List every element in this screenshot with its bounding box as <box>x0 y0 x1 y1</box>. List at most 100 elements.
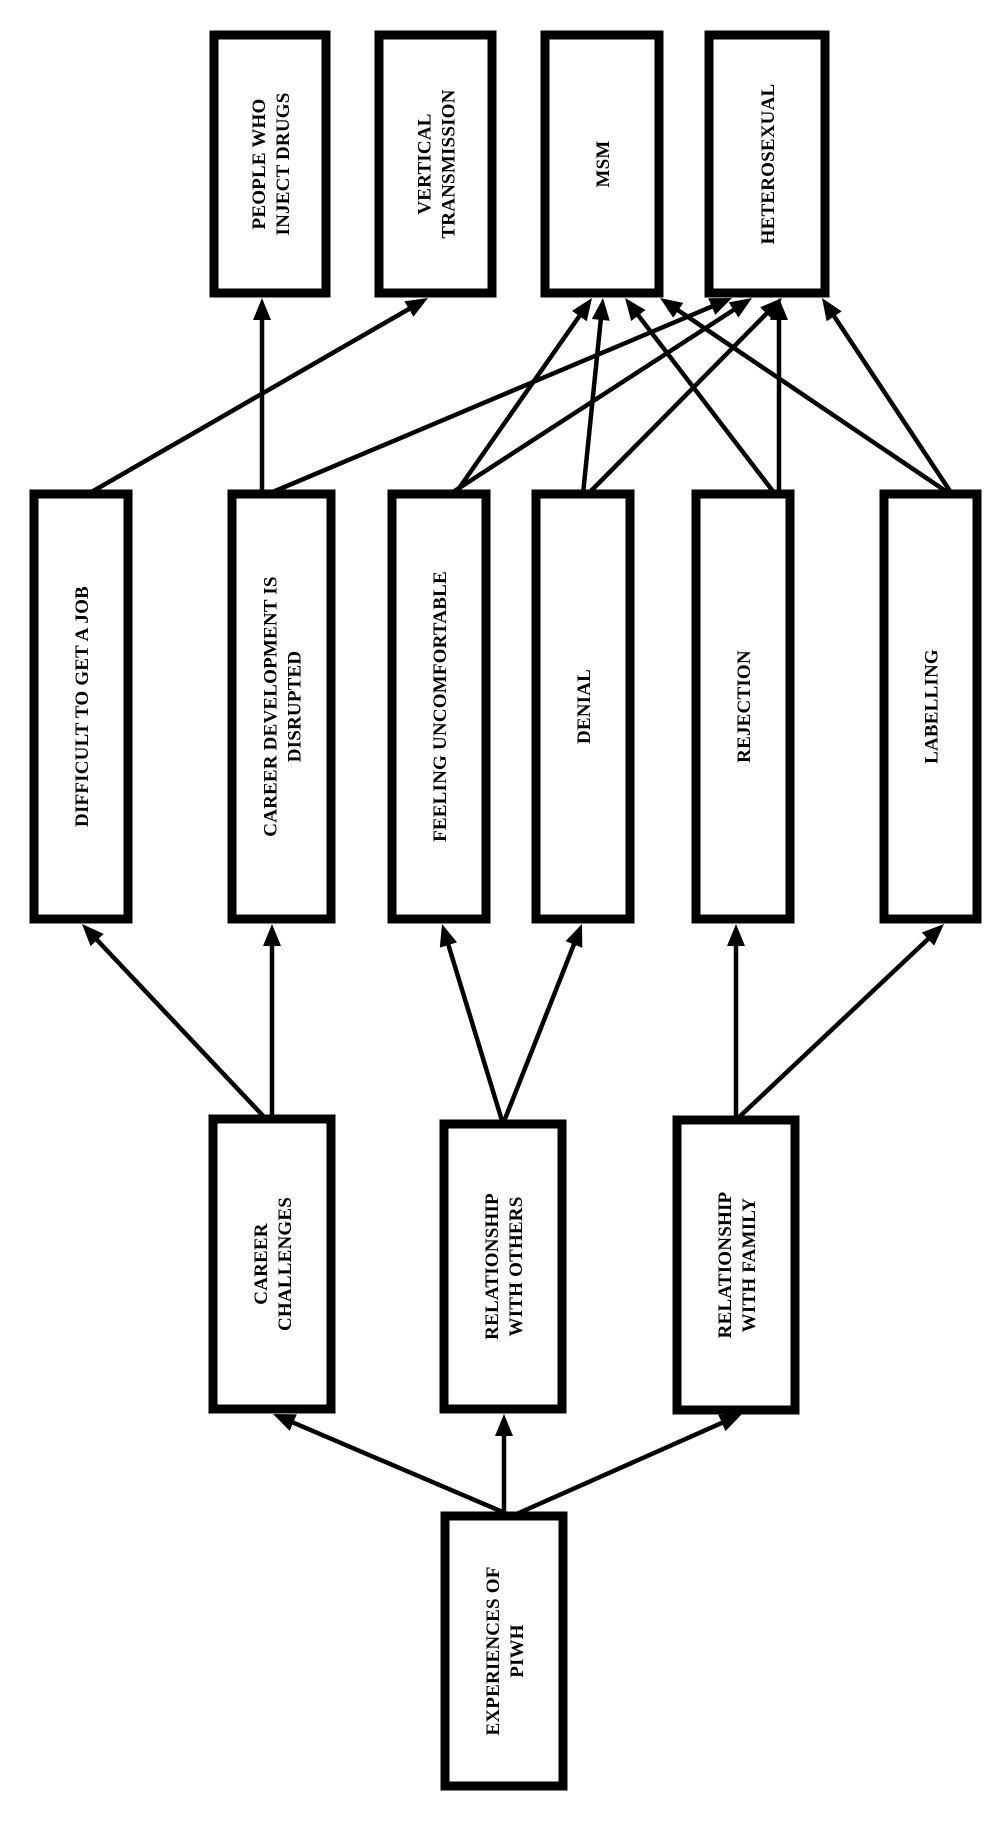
edge-line <box>453 313 583 496</box>
arrowhead-icon <box>495 1414 513 1436</box>
node-label-line: WITH OTHERS <box>506 1197 527 1337</box>
node-label-line: PEOPLE WHO <box>249 99 270 230</box>
node-label: MSM <box>593 140 614 187</box>
edge-line <box>500 941 577 1125</box>
edge-line <box>94 936 269 1122</box>
edge-family-to-label <box>734 924 944 1122</box>
node-box <box>208 1114 336 1414</box>
edge-develop-to-hetero <box>267 298 732 497</box>
edge-root-to-family <box>511 1414 742 1519</box>
arrowhead-icon <box>273 1414 297 1431</box>
node-label: DIFFICULT TO GET A JOB <box>72 586 93 827</box>
arrowhead-icon <box>718 1414 742 1432</box>
edge-denial-to-msm <box>580 298 610 495</box>
node-box <box>531 489 635 924</box>
edge-career-to-develop <box>263 924 281 1120</box>
arrowhead-icon <box>565 924 583 948</box>
node-label-line: MSM <box>593 140 614 187</box>
edge-label-to-hetero <box>822 298 954 496</box>
edge-career-to-job <box>82 924 269 1122</box>
node-label-line: DISRUPTED <box>285 651 306 763</box>
arrowhead-icon <box>263 924 281 946</box>
edge-line <box>734 936 931 1122</box>
node-box <box>691 489 795 924</box>
node-label: FEELING UNCOMFORTABLE <box>430 571 451 842</box>
node-box <box>29 489 133 924</box>
arrowhead-icon <box>660 298 684 318</box>
node-label: LABELLING <box>922 649 943 764</box>
edge-line <box>290 1419 513 1519</box>
arrowhead-icon <box>625 298 646 321</box>
arrowhead-icon <box>708 298 732 315</box>
node-reject: REJECTION <box>691 489 795 924</box>
node-label-line: PIWH <box>507 1624 528 1678</box>
edge-denial-to-hetero <box>586 298 782 496</box>
node-label: REJECTION <box>734 650 755 763</box>
node-label-line: CAREER DEVELOPMENT IS <box>261 576 282 836</box>
arrowhead-icon <box>822 298 842 322</box>
arrowhead-icon <box>760 298 782 320</box>
edge-root-to-others <box>495 1414 513 1516</box>
node-label-line: WITH FAMILY <box>739 1198 760 1333</box>
edge-reject-to-hetero <box>770 298 788 494</box>
edge-root-to-career <box>273 1414 513 1519</box>
arrowhead-icon <box>770 298 788 320</box>
node-msm: MSM <box>540 30 664 298</box>
edge-uncomf-to-msm <box>453 298 592 496</box>
edge-line <box>86 306 412 496</box>
node-box <box>879 489 982 924</box>
node-label-line: HETEROSEXUAL <box>758 84 779 245</box>
node-box <box>704 30 830 298</box>
arrowhead-icon <box>727 924 745 946</box>
edge-others-to-uncomf <box>439 924 506 1125</box>
edge-line <box>267 303 715 497</box>
edge-others-to-denial <box>500 924 583 1125</box>
node-denial: DENIAL <box>531 489 635 924</box>
edge-line <box>831 313 954 496</box>
edge-label-to-msm <box>660 298 952 496</box>
node-box <box>209 30 331 298</box>
node-label: LABELLING <box>879 489 982 924</box>
node-label-line: INJECT DRUGS <box>273 93 294 236</box>
node-label-line: FEELING UNCOMFORTABLE <box>430 571 451 842</box>
node-label-line: CHALLENGES <box>275 1197 296 1331</box>
node-label-line: REJECTION <box>734 650 755 763</box>
arrowhead-icon <box>82 924 104 947</box>
node-box <box>374 30 497 298</box>
node-label-line: CAREER <box>251 1223 272 1305</box>
edge-line <box>511 1420 725 1519</box>
node-hetero: HETEROSEXUAL <box>704 30 830 298</box>
arrowhead-icon <box>591 298 610 321</box>
edge-job-to-vertical <box>86 298 428 496</box>
node-label-line: LABELLING <box>922 649 943 764</box>
edge-line <box>580 317 604 495</box>
edge-family-to-reject <box>727 924 745 1120</box>
node-label-line: RELATIONSHIP <box>715 1191 736 1338</box>
edges-layer <box>82 298 954 1519</box>
arrowhead-icon <box>439 924 458 948</box>
edge-line <box>586 310 770 496</box>
node-label-line: DENIAL <box>574 669 595 744</box>
node-label-line: VERTICAL <box>415 113 436 214</box>
node-box <box>227 489 336 924</box>
arrowhead-icon <box>728 298 752 318</box>
arrowhead-icon <box>572 298 592 322</box>
node-label-line: DIFFICULT TO GET A JOB <box>72 586 93 827</box>
node-label-line: RELATIONSHIP <box>482 1193 503 1340</box>
arrowhead-icon <box>253 298 271 320</box>
arrowhead-icon <box>921 924 944 946</box>
node-box <box>440 1511 568 1791</box>
node-box <box>672 1115 800 1415</box>
